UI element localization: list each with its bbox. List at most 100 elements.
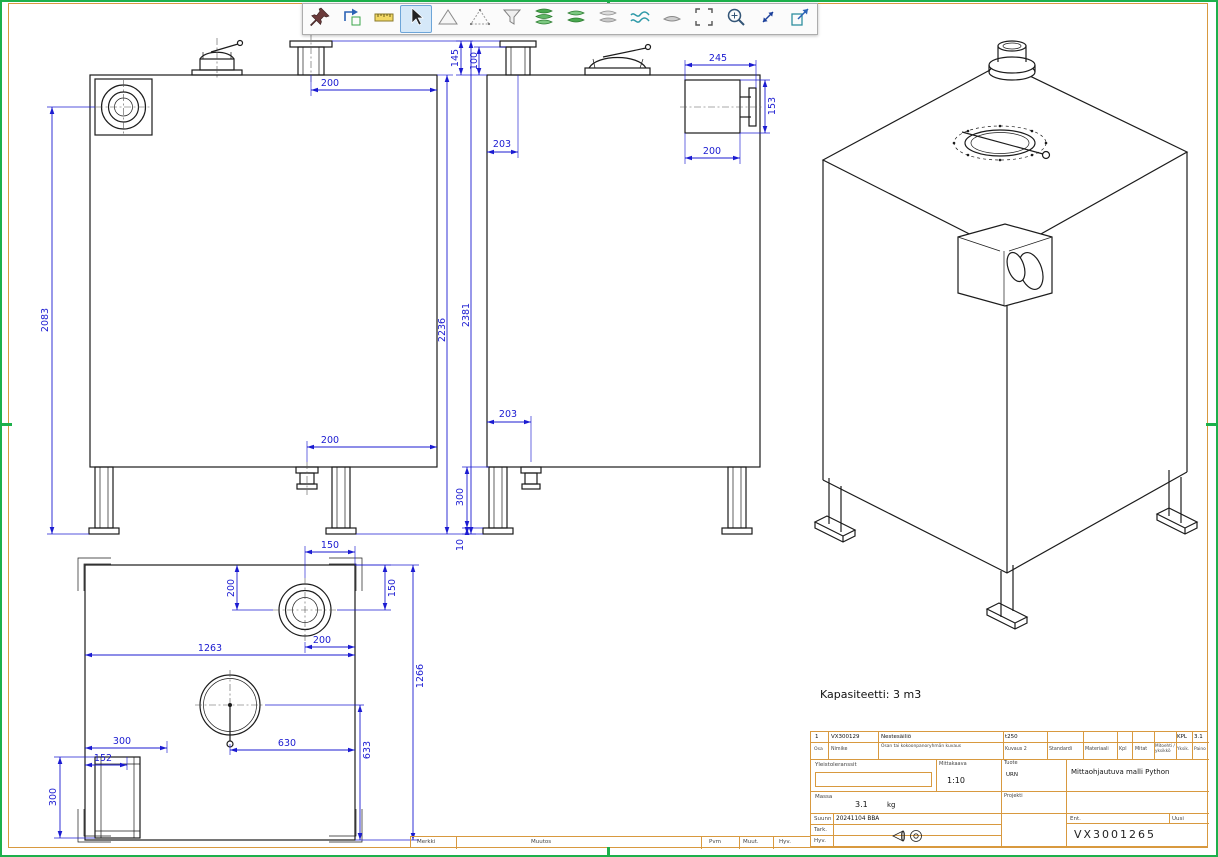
- rev-merkki-label: Merkki: [417, 839, 436, 845]
- parts-yksikko-value: KPL: [1177, 734, 1187, 740]
- dim-front-top-offset[interactable]: 200: [321, 78, 339, 89]
- dim-top-port-offset-x[interactable]: 200: [313, 635, 331, 646]
- yleistoleranssit-label: Yleistoleranssit: [815, 762, 857, 768]
- header-nimike: Nimike: [831, 747, 848, 752]
- plane-tool-button[interactable]: [432, 5, 464, 33]
- header-merkki-yksikko: Mitoehti / yksikkö: [1155, 743, 1175, 753]
- massa-unit: kg: [887, 801, 896, 809]
- selection-box-icon: [693, 6, 715, 32]
- dim-front-body-height[interactable]: 2236: [437, 318, 448, 342]
- dim-side-box-width[interactable]: 245: [709, 53, 727, 64]
- update-view-tool-button[interactable]: [336, 5, 368, 33]
- dim-side-nozzle-from-edge[interactable]: 203: [493, 139, 511, 150]
- parts-kuvaus2-value: t250: [1005, 734, 1018, 740]
- projekti-label: Projekti: [1004, 793, 1023, 799]
- orientation-tool-button[interactable]: [752, 5, 784, 33]
- dim-front-drain-offset[interactable]: 200: [321, 435, 339, 446]
- update-view-icon: [341, 6, 363, 32]
- export-view-tool-button[interactable]: [784, 5, 816, 33]
- dim-side-nozzle-pipe[interactable]: 100: [469, 52, 480, 70]
- select-tool-button[interactable]: [400, 5, 432, 33]
- dim-front-total-height[interactable]: 2381: [461, 303, 472, 327]
- dim-side-box-offset[interactable]: 200: [703, 146, 721, 157]
- export-arrow-icon: [789, 6, 811, 32]
- mittakaava-value: 1:10: [947, 776, 965, 785]
- dim-side-nozzle-total[interactable]: 145: [450, 49, 461, 67]
- center-tick-right: [1206, 423, 1218, 426]
- dim-side-foot-plate[interactable]: 10: [455, 539, 466, 551]
- dim-top-port-from-right[interactable]: 150: [321, 540, 339, 551]
- capacity-note: Kapasiteetti: 3 m3: [820, 688, 922, 701]
- center-tick-bottom: [607, 847, 610, 857]
- dim-side-box-height[interactable]: 153: [767, 97, 778, 115]
- parts-nimike-value: VX300129: [831, 734, 860, 740]
- dim-top-port-from-top[interactable]: 150: [387, 579, 398, 597]
- box-select-tool-button[interactable]: [688, 5, 720, 33]
- dim-top-manhole-from-right[interactable]: 630: [278, 738, 296, 749]
- dim-top-port-offset-y[interactable]: 200: [226, 579, 237, 597]
- axes-arrow-icon: [757, 6, 779, 32]
- side-view[interactable]: 145 100 203 245 153 200 203 300: [450, 40, 778, 551]
- mittakaava-label: Mittakaava: [939, 761, 967, 767]
- rev-muutos-label: Muutos: [531, 839, 552, 845]
- dim-top-manhole-from-bottom[interactable]: 633: [362, 741, 373, 759]
- gray-layers-icon: [597, 6, 619, 32]
- dim-top-drain-inner[interactable]: 152: [94, 753, 112, 764]
- flat-surfaces-tool-button[interactable]: [592, 5, 624, 33]
- shaded-surfaces-tool-button[interactable]: [528, 5, 560, 33]
- dim-top-depth[interactable]: 1266: [415, 664, 426, 688]
- ruler-icon: [373, 6, 395, 32]
- dim-top-drain-depth[interactable]: 300: [48, 788, 59, 806]
- center-tick-left: [0, 423, 12, 426]
- zoom-tool-button[interactable]: [720, 5, 752, 33]
- cursor-icon: [405, 6, 427, 32]
- wave-lines-icon: [629, 6, 651, 32]
- drawing-number: VX3001265: [1074, 828, 1157, 841]
- header-standardi: Standardi: [1049, 747, 1073, 752]
- header-kuvaus: Osan tai kokoonpanoryhmän kuvaus: [881, 744, 962, 749]
- slab-tool-button[interactable]: [656, 5, 688, 33]
- front-view[interactable]: 2083 200 200 2236 2381: [40, 33, 476, 535]
- parts-kuvaus-value: Nestesäiliö: [881, 734, 912, 740]
- magnifier-plus-icon: [725, 6, 747, 32]
- pin-tool-button[interactable]: [304, 5, 336, 33]
- tolerance-box: [815, 772, 932, 787]
- section-curves-tool-button[interactable]: [624, 5, 656, 33]
- projection-symbol-icon: [891, 828, 925, 848]
- dim-top-drain-width[interactable]: 300: [113, 736, 131, 747]
- shaded-surfaces-alt-tool-button[interactable]: [560, 5, 592, 33]
- funnel-icon: [501, 6, 523, 32]
- top-view[interactable]: 150 150 200 200 1263 1266 630 633: [48, 540, 426, 843]
- title-block: 1 VX300129 Nestesäiliö t250 KPL 3.1 Osa …: [810, 731, 1209, 848]
- suunn-value: 20241104 BBA: [836, 816, 880, 822]
- rev-muut-label: Muut.: [743, 839, 759, 845]
- isometric-view[interactable]: [813, 40, 1199, 630]
- dim-top-width[interactable]: 1263: [198, 643, 222, 654]
- triangle-plane-icon: [437, 6, 459, 32]
- tark-label: Tark.: [814, 827, 828, 833]
- header-osa: Osa: [814, 747, 823, 752]
- parts-osa-value: 1: [815, 734, 819, 740]
- dim-side-drain-from-edge[interactable]: 203: [499, 409, 517, 420]
- drawing-title: Mittaohjautuva malli Python: [1071, 768, 1170, 776]
- parts-paino-value: 3.1: [1194, 734, 1203, 740]
- header-mitat: Mitat: [1135, 747, 1148, 752]
- tuote-label: Tuote: [1004, 760, 1018, 766]
- urn-value: URN: [1006, 772, 1018, 778]
- filter-tool-button[interactable]: [496, 5, 528, 33]
- dim-front-port-height[interactable]: 2083: [40, 308, 51, 332]
- dim-side-leg-height[interactable]: 300: [455, 488, 466, 506]
- measure-tool-button[interactable]: [368, 5, 400, 33]
- pin-icon: [309, 6, 331, 32]
- rev-hyv-label: Hyv.: [779, 839, 791, 845]
- construction-plane-tool-button[interactable]: [464, 5, 496, 33]
- green-layers-icon: [533, 6, 555, 32]
- slab-icon: [661, 6, 683, 32]
- header-kuvaus2: Kuvaus 2: [1005, 747, 1027, 752]
- dashed-triangle-icon: [469, 6, 491, 32]
- rev-pvm-label: Pvm: [709, 839, 721, 845]
- green-layers-alt-icon: [565, 6, 587, 32]
- header-kpl: Kpl: [1119, 747, 1127, 752]
